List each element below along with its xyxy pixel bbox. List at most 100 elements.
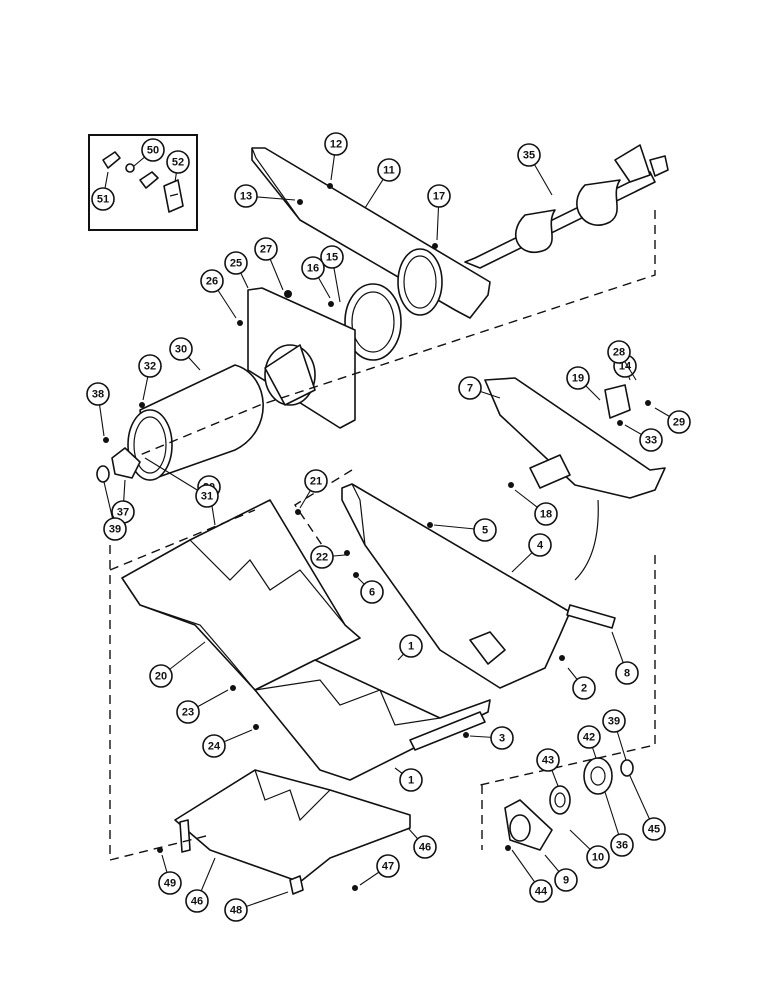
callout-number: 37 [117, 507, 129, 519]
callout-number: 47 [382, 861, 394, 873]
auger [464, 144, 669, 269]
callout-number: 13 [240, 191, 252, 203]
callout-circle [413, 835, 437, 859]
callout-circle [200, 269, 224, 293]
callout-26: 26 [200, 269, 237, 319]
callout-circle [577, 725, 601, 749]
callout-11: 11 [364, 158, 401, 209]
callout-number: 44 [535, 886, 548, 898]
callout-number: 2 [581, 683, 587, 695]
callout-16: 16 [301, 256, 331, 299]
callout-2: 2 [567, 667, 596, 700]
callout-number: 27 [260, 244, 272, 256]
callout-number: 4 [537, 540, 544, 552]
callout-32: 32 [138, 354, 162, 401]
callout-8: 8 [611, 631, 639, 685]
callout-number: 9 [563, 875, 569, 887]
callout-circle [195, 484, 219, 508]
callout-circle [202, 734, 226, 758]
callout-39: 39 [103, 481, 127, 541]
lower-trough [174, 769, 411, 895]
callout-circle [158, 871, 182, 895]
callout-number: 48 [230, 905, 242, 917]
callout-circle [376, 854, 400, 878]
callout-number: 5 [482, 525, 488, 537]
callout-number: 18 [540, 509, 552, 521]
callout-number: 16 [307, 263, 319, 275]
callout-circle [458, 376, 482, 400]
callout-20: 20 [149, 641, 206, 688]
callout-31: 31 [144, 457, 219, 508]
callout-12: 12 [324, 132, 348, 181]
callout-number: 22 [316, 552, 328, 564]
callout-circle [166, 150, 190, 174]
callout-number: 42 [583, 732, 595, 744]
callout-22: 22 [310, 545, 346, 569]
callout-circle [529, 879, 553, 903]
callout-circle [536, 748, 560, 772]
callout-circle [602, 709, 626, 733]
callout-circle [607, 340, 631, 364]
callout-number: 31 [201, 491, 213, 503]
callout-circle [103, 517, 127, 541]
callout-number: 25 [230, 258, 242, 270]
callout-circle [360, 580, 384, 604]
callout-circle [615, 661, 639, 685]
callout-38: 38 [86, 382, 110, 437]
callout-number: 24 [208, 741, 221, 753]
callout-9: 9 [544, 854, 578, 892]
guide-lines [109, 210, 656, 861]
callout-45: 45 [629, 775, 666, 841]
callout-30: 30 [169, 337, 201, 371]
callout-52: 52 [166, 150, 190, 183]
callout-number: 49 [164, 878, 176, 890]
hardware [139, 183, 651, 891]
callout-number: 7 [467, 383, 473, 395]
callout-49: 49 [158, 854, 182, 895]
callout-circle [399, 634, 423, 658]
callout-circle [554, 868, 578, 892]
callout-number: 17 [433, 191, 445, 203]
callout-42: 42 [577, 725, 601, 759]
callout-47: 47 [359, 854, 400, 886]
leader-line [144, 457, 208, 497]
callout-number: 29 [673, 417, 685, 429]
callout-27: 27 [254, 237, 284, 291]
callout-number: 46 [419, 842, 431, 854]
callout-37: 37 [111, 479, 135, 524]
callout-number: 52 [172, 157, 184, 169]
callout-46: 46 [185, 857, 216, 913]
callout-number: 32 [144, 361, 156, 373]
bearing-right [504, 757, 634, 851]
callout-circle [149, 664, 173, 688]
callout-25: 25 [224, 251, 249, 289]
callout-number: 1 [408, 775, 414, 787]
callout-circle [639, 428, 663, 452]
callout-circle [304, 469, 328, 493]
callout-13: 13 [234, 184, 296, 208]
callout-circle [566, 366, 590, 390]
callout-3: 3 [469, 726, 514, 750]
callout-4: 4 [511, 533, 552, 573]
callout-number: 11 [383, 165, 395, 177]
housing-plate [247, 287, 356, 429]
callout-44: 44 [511, 849, 553, 903]
callout-labels: 1123456789101112131415161718192020212223… [86, 132, 691, 922]
callout-circle [224, 251, 248, 275]
callout-number: 19 [572, 373, 584, 385]
callout-46: 46 [407, 827, 437, 859]
callout-1: 1 [397, 634, 423, 661]
callout-circle [310, 545, 334, 569]
callout-number: 3 [499, 733, 505, 745]
callout-number: 10 [592, 852, 604, 864]
callout-circle [320, 245, 344, 269]
callout-circle [324, 132, 348, 156]
callout-circle [234, 184, 258, 208]
callout-number: 43 [542, 755, 554, 767]
callout-7: 7 [458, 376, 501, 400]
callout-circle [224, 898, 248, 922]
callout-circle [473, 518, 497, 542]
callout-number: 30 [175, 344, 187, 356]
callout-circle [610, 833, 634, 857]
